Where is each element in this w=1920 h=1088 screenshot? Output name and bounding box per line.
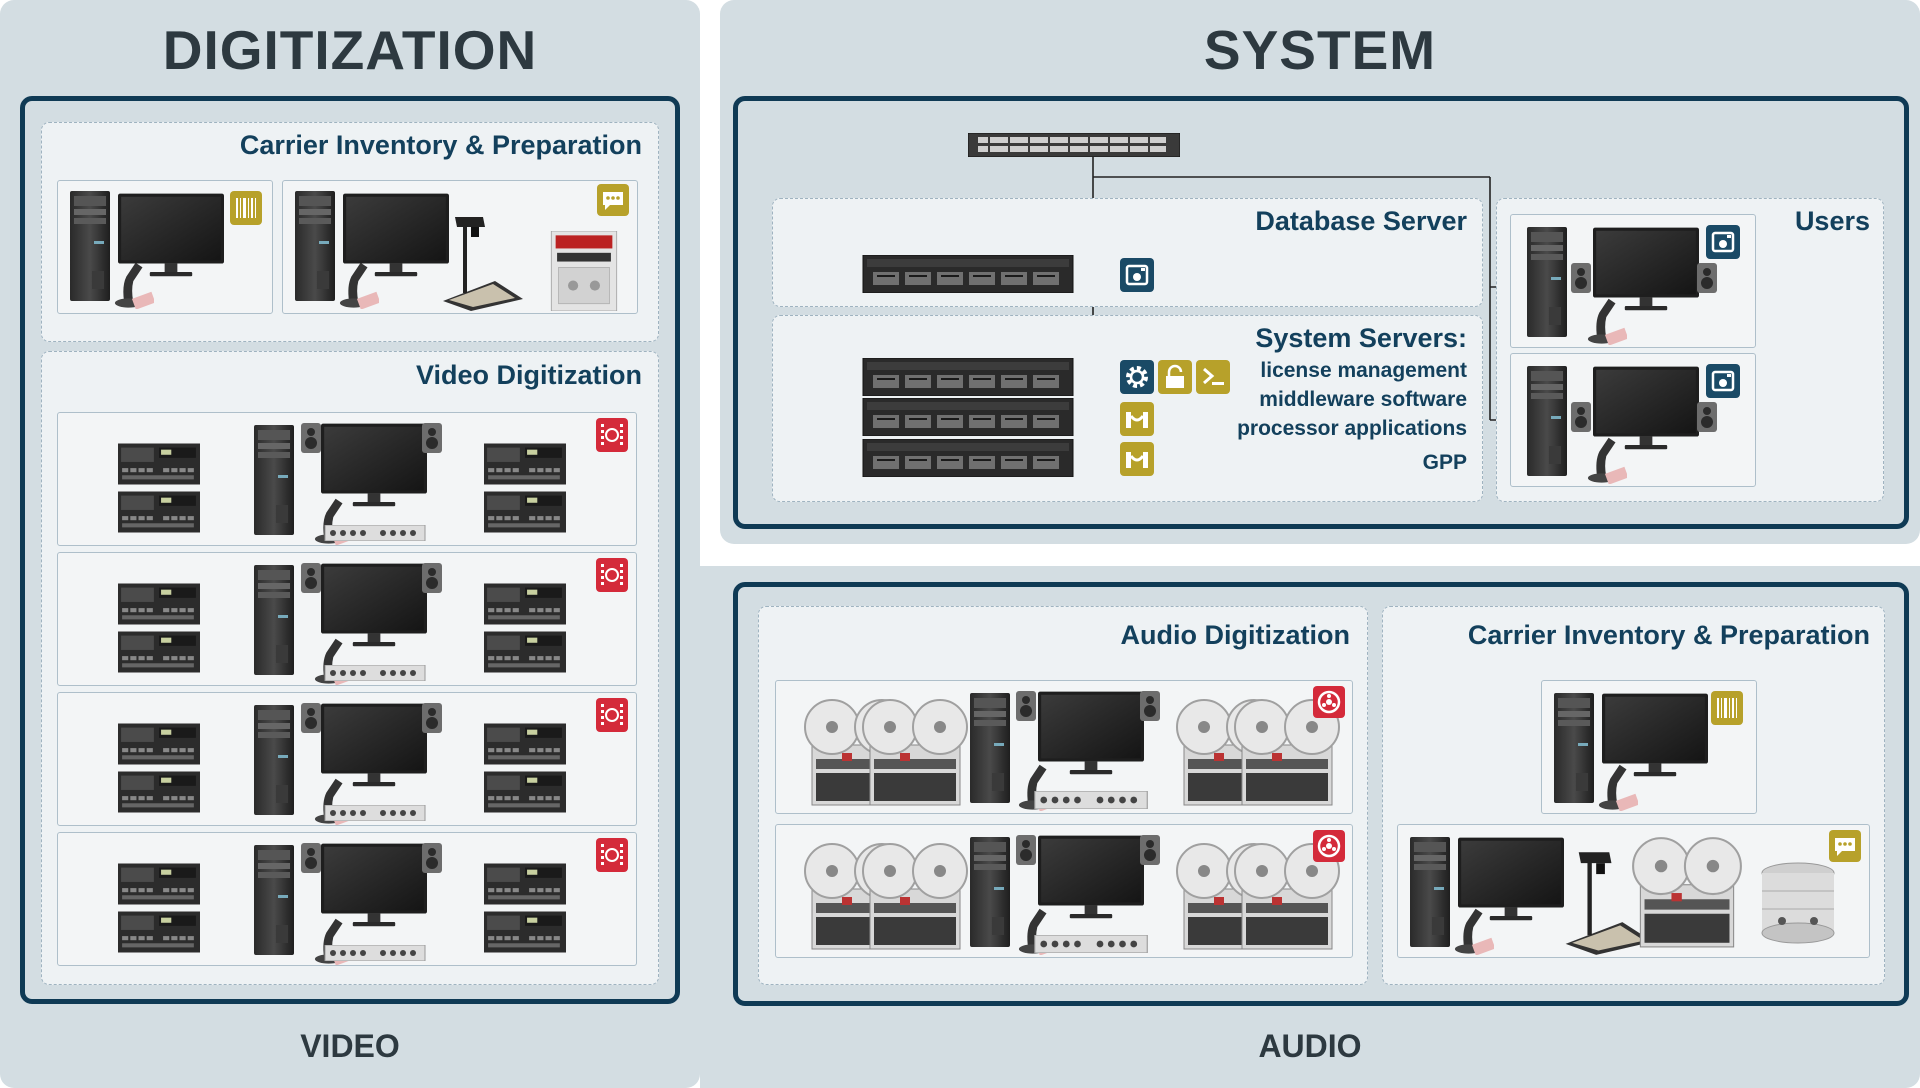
system-server-items: license management middleware software p… bbox=[1100, 356, 1467, 477]
reel-icon bbox=[1313, 830, 1345, 862]
audio-footer: AUDIO bbox=[1258, 1028, 1362, 1064]
system-server-item: processor applications bbox=[1237, 417, 1467, 440]
digitization-frame bbox=[20, 96, 680, 1004]
film-reel-icon bbox=[596, 558, 628, 592]
audio-digitization-title: Audio Digitization bbox=[1120, 620, 1350, 650]
bridge-icon bbox=[1120, 442, 1154, 476]
audio-digitization-workstation-card bbox=[775, 824, 1353, 958]
database-server-rack bbox=[862, 255, 1074, 293]
gear-icon bbox=[1120, 360, 1154, 394]
barcode-icon bbox=[230, 191, 262, 225]
database-icon bbox=[1706, 364, 1740, 398]
film-reel-icon bbox=[596, 698, 628, 732]
digitization-title: DIGITIZATION bbox=[162, 19, 538, 81]
audio-carrier-title: Carrier Inventory & Preparation bbox=[1467, 620, 1870, 650]
system-servers-title: System Servers: bbox=[1255, 323, 1467, 353]
database-icon bbox=[1706, 225, 1740, 259]
network-switch bbox=[968, 133, 1180, 157]
reel-icon bbox=[1313, 686, 1345, 718]
video-digitization-workstation-card bbox=[57, 832, 637, 966]
bridge-icon bbox=[1120, 402, 1154, 436]
system-server-rack-1 bbox=[862, 358, 1074, 396]
system-server-rack-3 bbox=[862, 439, 1074, 477]
film-reel-icon bbox=[596, 838, 628, 872]
users-title: Users bbox=[1794, 206, 1870, 236]
audio-frame bbox=[733, 582, 1909, 1006]
lock-icon bbox=[1158, 360, 1192, 394]
system-server-rack-2 bbox=[862, 398, 1074, 436]
audio-digitization-workstation-card bbox=[775, 680, 1353, 814]
video-footer: VIDEO bbox=[300, 1028, 400, 1064]
system-title: SYSTEM bbox=[1203, 19, 1437, 81]
database-server-title: Database Server bbox=[1255, 206, 1467, 236]
comment-icon bbox=[597, 184, 629, 216]
video-digitization-title: Video Digitization bbox=[415, 360, 642, 390]
database-icon bbox=[1120, 258, 1154, 292]
video-digitization-workstation-card bbox=[57, 412, 637, 546]
system-frame bbox=[733, 96, 1909, 529]
video-carrier-title: Carrier Inventory & Preparation bbox=[239, 130, 642, 160]
carrier-prep-card bbox=[282, 180, 638, 314]
video-digitization-workstation-card bbox=[57, 692, 637, 826]
system-server-item: license management bbox=[1260, 359, 1467, 382]
audio-carrier-prep-card bbox=[1397, 824, 1870, 958]
barcode-icon bbox=[1711, 691, 1743, 725]
video-digitization-workstation-card bbox=[57, 552, 637, 686]
system-server-item: GPP bbox=[1422, 451, 1467, 474]
terminal-icon bbox=[1196, 360, 1230, 394]
comment-icon bbox=[1829, 830, 1861, 862]
system-server-item: middleware software bbox=[1259, 388, 1467, 411]
film-reel-icon bbox=[596, 418, 628, 452]
